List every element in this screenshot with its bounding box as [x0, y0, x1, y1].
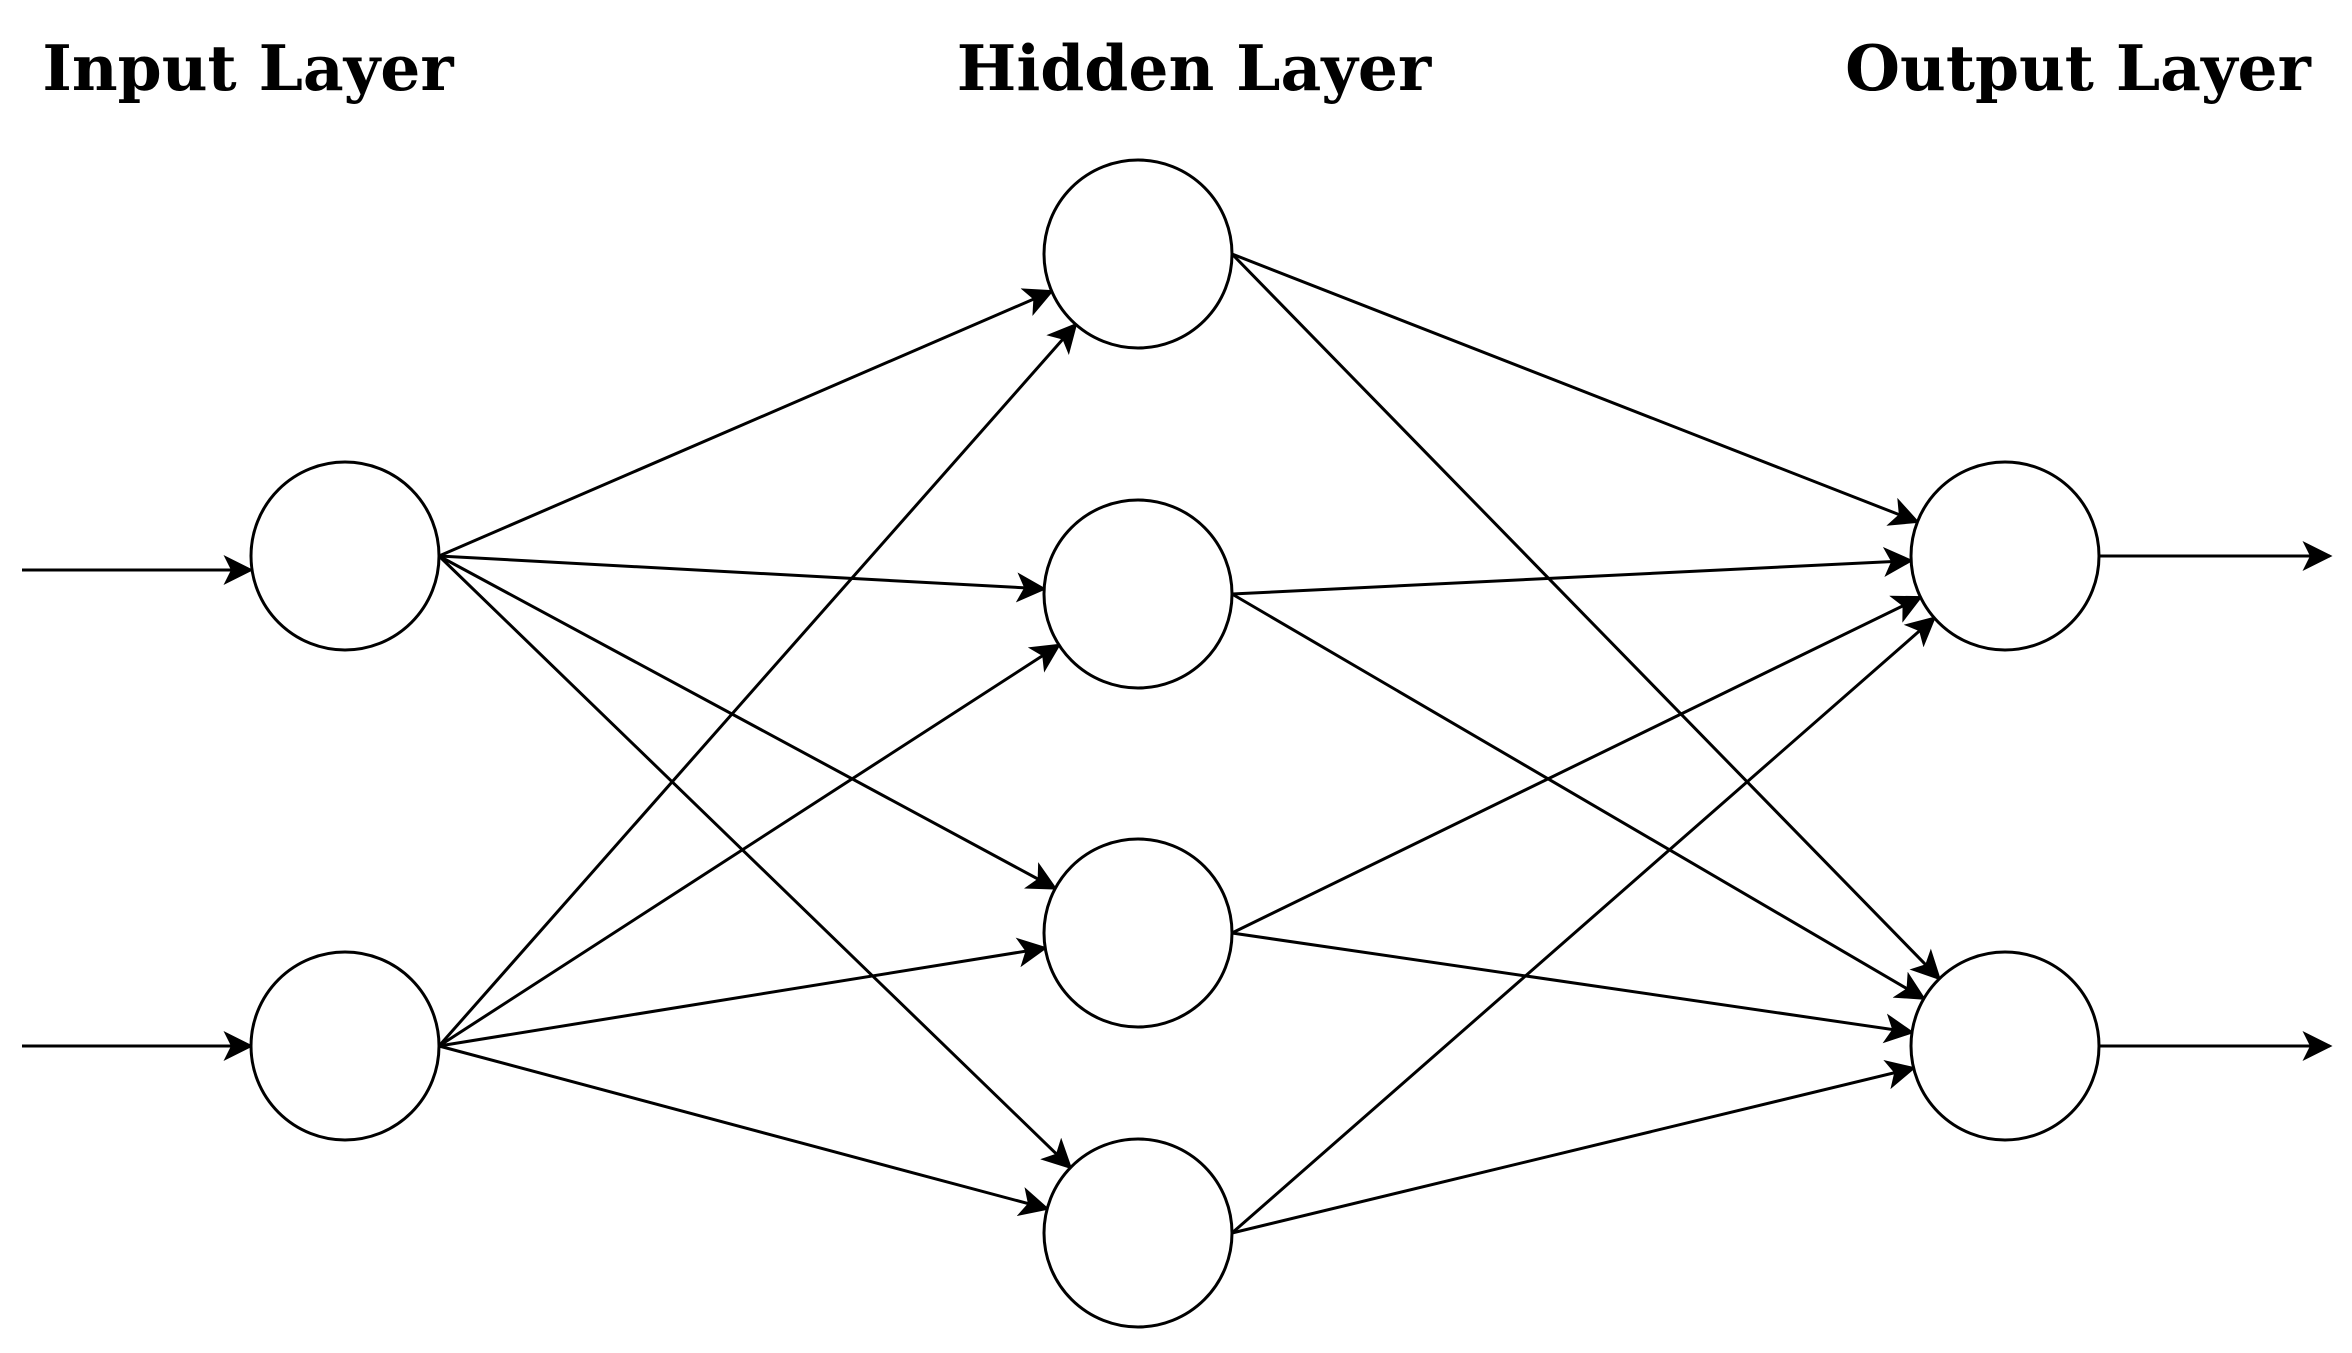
edge-input-2-to-hidden-4 [438, 1044, 1050, 1217]
edge-hidden-1-to-output-1 [1231, 252, 1920, 526]
hidden-layer-title: Hidden Layer [957, 31, 1432, 105]
hidden-node-3 [1042, 837, 1234, 1029]
hidden-node-1 [1042, 158, 1234, 350]
output-node-2 [1909, 950, 2101, 1142]
edge-input-1-to-hidden-2 [438, 554, 1047, 603]
edge-hidden-4-to-output-2 [1231, 1059, 1917, 1235]
output-node-1 [1909, 460, 2101, 652]
edge-hidden-3-to-output-2 [1231, 931, 1915, 1044]
edge-input-1-to-hidden-4 [437, 554, 1073, 1170]
nodes-group [249, 158, 2101, 1329]
output-layer-title: Output Layer [1845, 31, 2311, 105]
edge-hidden-2-to-output-2 [1231, 592, 1927, 1000]
edge-input-1-to-hidden-3 [438, 554, 1058, 890]
edge-hidden-1-to-output-2 [1230, 252, 1942, 981]
edge-input-2-to-hidden-2 [438, 643, 1062, 1048]
input-node-2 [249, 950, 441, 1142]
edge-hidden-2-to-output-1 [1231, 546, 1914, 596]
edge-input-2-to-hidden-1 [437, 322, 1078, 1047]
connections-group [22, 252, 2333, 1235]
edge-hidden-4-to-output-1 [1231, 616, 1937, 1235]
edge-input-1-to-hidden-1 [438, 288, 1055, 558]
hidden-node-4 [1042, 1137, 1234, 1329]
input-node-1 [249, 460, 441, 652]
edge-input-2-to-hidden-3 [438, 937, 1048, 1048]
input-layer-title: Input Layer [42, 31, 454, 105]
edge-hidden-3-to-output-1 [1231, 595, 1923, 935]
hidden-node-2 [1042, 498, 1234, 690]
